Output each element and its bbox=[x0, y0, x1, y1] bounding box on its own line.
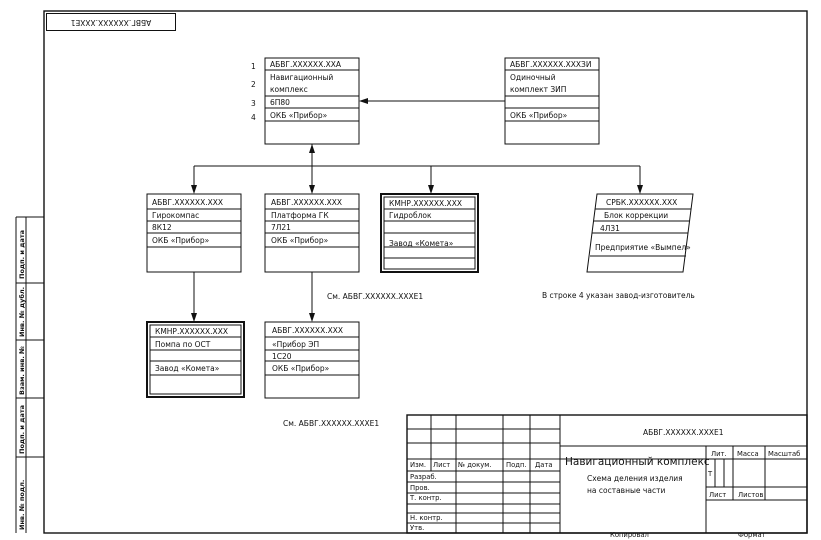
correction-code: СРБК.XXXXXX.XXX bbox=[606, 198, 678, 207]
col-doc: № докум. bbox=[458, 461, 492, 469]
row-number-2: 2 bbox=[251, 80, 256, 89]
side-inv-dubl: Инв. № дубл. bbox=[18, 286, 26, 337]
main-maker: ОКБ «Прибор» bbox=[270, 111, 328, 120]
main-code: АБВГ.XXXXXX.XXA bbox=[270, 60, 341, 69]
sheets-label: Листов bbox=[738, 491, 764, 499]
lit-header: Лит. bbox=[711, 450, 727, 458]
mass-header: Масса bbox=[737, 450, 759, 458]
gyro-name: Гирокомпас bbox=[152, 211, 200, 220]
doc-code: АБВГ.XXXXXX.XXXE1 bbox=[643, 428, 724, 437]
gyro-model: 8К12 bbox=[152, 223, 172, 232]
main-name-2: комплекс bbox=[270, 85, 308, 94]
col-date: Дата bbox=[535, 461, 553, 469]
doc-title: Навигационный комплекс bbox=[565, 456, 710, 468]
zip-code: АБВГ.XXXXXX.XXXЗИ bbox=[510, 60, 592, 69]
scale-header: Масштаб bbox=[768, 450, 801, 458]
row-number-3: 3 bbox=[251, 99, 256, 108]
device-name: «Прибор ЭП bbox=[272, 340, 320, 349]
main-model: 6П80 bbox=[270, 98, 290, 107]
device-model: 1С20 bbox=[272, 352, 292, 361]
see-reference-2: См. АБВГ.XXXXXX.XXXE1 bbox=[283, 419, 380, 428]
gyroblock-code: КМНР.XXXXXX.XXX bbox=[389, 199, 462, 208]
platform-maker: ОКБ «Прибор» bbox=[271, 236, 329, 245]
pump-name: Помпа по ОСТ bbox=[155, 340, 211, 349]
gyro-code: АБВГ.XXXXXX.XXX bbox=[152, 198, 224, 207]
device-maker: ОКБ «Прибор» bbox=[272, 364, 330, 373]
top-stamp: АБВГ.XXXXXX.XXXE1 bbox=[46, 13, 176, 31]
zip-maker: ОКБ «Прибор» bbox=[510, 111, 568, 120]
platform-code: АБВГ.XXXXXX.XXX bbox=[271, 198, 343, 207]
col-sign: Подп. bbox=[506, 461, 527, 469]
row-number-4: 4 bbox=[251, 113, 256, 122]
gyroblock-name: Гидроблок bbox=[389, 211, 432, 220]
pump-maker: Завод «Комета» bbox=[155, 364, 220, 373]
row-number-1: 1 bbox=[251, 62, 256, 71]
gyroblock-maker: Завод «Комета» bbox=[389, 239, 454, 248]
correction-model: 4Л31 bbox=[600, 224, 620, 233]
footnote: В строке 4 указан завод-изготовитель bbox=[542, 291, 695, 300]
col-list: Лист bbox=[433, 461, 451, 469]
side-vzam-inv: Взам. инв. № bbox=[18, 346, 26, 395]
doc-subtitle-2: на составные части bbox=[587, 486, 666, 495]
doc-subtitle-1: Схема деления изделия bbox=[587, 474, 683, 483]
platform-model: 7Л21 bbox=[271, 223, 291, 232]
side-sign-date-2: Подп. и дата bbox=[18, 405, 26, 454]
see-reference-1: См. АБВГ.XXXXXX.XXXE1 bbox=[327, 292, 424, 301]
device-code: АБВГ.XXXXXX.XXX bbox=[272, 326, 344, 335]
zip-name-1: Одиночный bbox=[510, 73, 556, 82]
row-nkontr: Н. контр. bbox=[410, 514, 443, 522]
correction-name: Блок коррекции bbox=[604, 211, 669, 220]
format-label: Формат bbox=[738, 531, 766, 539]
pump-code: КМНР.XXXXXX.XXX bbox=[155, 327, 228, 336]
row-utv: Утв. bbox=[410, 524, 425, 532]
row-razrab: Разраб. bbox=[410, 473, 437, 481]
sheet-label: Лист bbox=[709, 491, 727, 499]
correction-maker: Предприятие «Вымпел» bbox=[595, 243, 691, 252]
side-sign-date-1: Подп. и дата bbox=[18, 230, 26, 279]
row-tkontr: Т. контр. bbox=[410, 494, 442, 502]
col-izm: Изм. bbox=[410, 461, 426, 469]
side-inv-podl: Инв. № подл. bbox=[18, 479, 26, 530]
main-name-1: Навигационный bbox=[270, 73, 334, 82]
lit-value: Т bbox=[708, 470, 713, 478]
platform-name: Платформа ГК bbox=[271, 211, 329, 220]
zip-name-2: комплект ЗИП bbox=[510, 85, 567, 94]
copied-label: Копировал bbox=[610, 531, 649, 539]
gyro-maker: ОКБ «Прибор» bbox=[152, 236, 210, 245]
row-prov: Пров. bbox=[410, 484, 430, 492]
